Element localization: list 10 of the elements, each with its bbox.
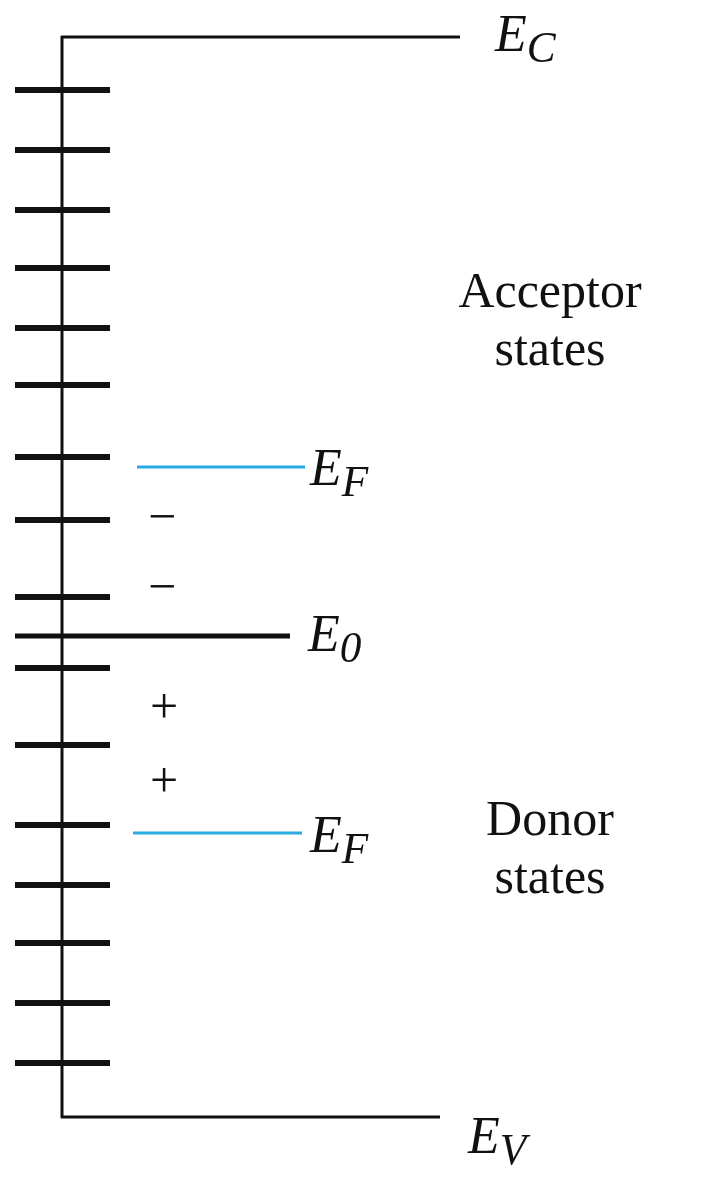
region-label: Donor states <box>485 790 615 905</box>
energy-level-label: E$_{F}$ <box>310 805 369 875</box>
energy-level-label: E$_{F}$ <box>310 438 369 508</box>
charge-sign: + <box>150 678 179 736</box>
charge-sign: − <box>148 488 177 546</box>
energy-level-label: E$_{0}$ <box>308 604 362 674</box>
region-label: Acceptor states <box>457 262 643 377</box>
energy-level-label: E$_{C}$ <box>495 4 556 74</box>
charge-sign: + <box>150 752 179 810</box>
charge-sign: − <box>148 558 177 616</box>
